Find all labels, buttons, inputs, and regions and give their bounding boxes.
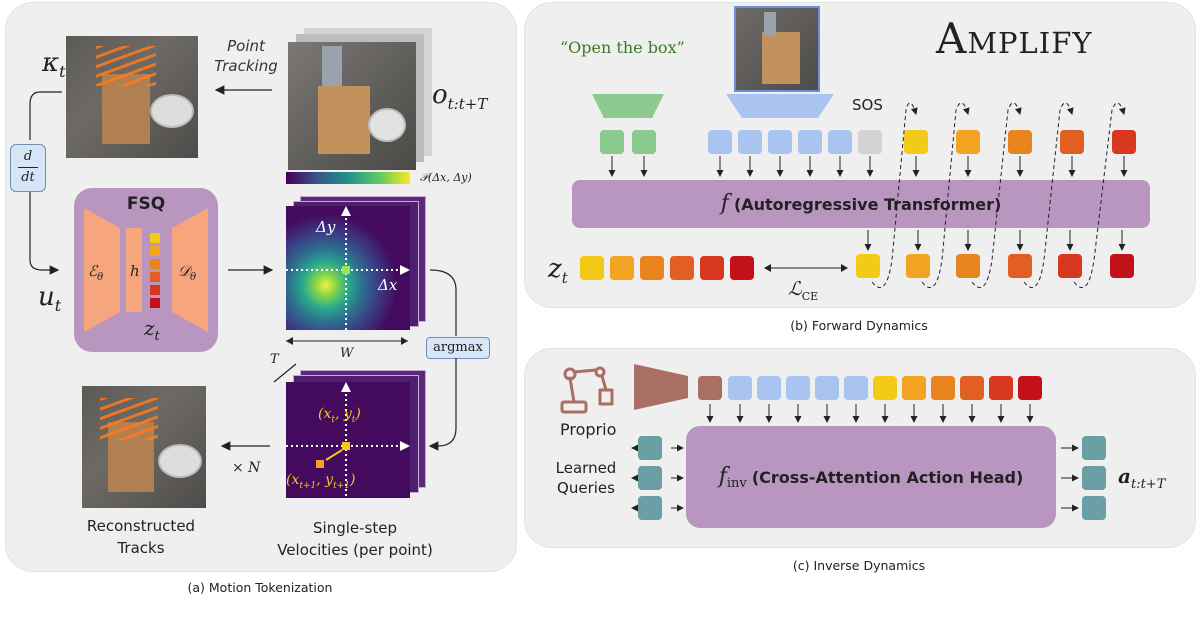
image-token	[798, 130, 822, 154]
delta-y-label: Δy	[316, 218, 336, 236]
h-label: h	[130, 262, 140, 280]
point-tracking-label: Point Tracking	[214, 37, 278, 75]
width-dimension	[286, 337, 408, 345]
track-image-bottom	[82, 386, 206, 508]
text-token	[600, 130, 624, 154]
caption-forward-dynamics: (b) Forward Dynamics	[790, 318, 928, 333]
goal-image	[734, 6, 820, 92]
target-token	[580, 256, 604, 280]
motion-token-output	[906, 254, 930, 278]
width-label: W	[340, 346, 354, 361]
proprio-token	[698, 376, 722, 400]
panel-a-arrows	[29, 85, 457, 451]
instruction-text: “Open the box”	[560, 38, 685, 57]
image-token	[708, 130, 732, 154]
motion-token-input	[904, 130, 928, 154]
decoder-label: 𝒟θ	[178, 262, 197, 283]
fsq-encoder-decoder	[84, 208, 208, 332]
velocities-label: Single-step Velocities (per point)	[277, 519, 433, 559]
motion-token-output	[1058, 254, 1082, 278]
encoder-label: ℰθ	[88, 262, 104, 283]
delta-x-label: Δx	[378, 276, 398, 294]
target-token	[640, 256, 664, 280]
motion-token-output	[956, 254, 980, 278]
robot-arm-icon	[560, 366, 614, 414]
probability-label: 𝒫(Δx, Δy)	[420, 171, 472, 184]
action-token	[1082, 466, 1106, 490]
motion-token	[960, 376, 984, 400]
action-label: at:t+T	[1118, 464, 1166, 492]
target-token	[670, 256, 694, 280]
image-token	[738, 130, 762, 154]
image-token	[786, 376, 810, 400]
motion-token-output	[856, 254, 880, 278]
amplify-title: Amplify	[936, 14, 1093, 63]
query-token	[638, 496, 662, 520]
sos-token	[858, 130, 882, 154]
caption-motion-tokenization: (a) Motion Tokenization	[187, 580, 333, 595]
autoregressive-transformer: f (Autoregressive Transformer)	[572, 180, 1150, 228]
velocity-stack	[286, 370, 426, 510]
action-token	[1082, 496, 1106, 520]
target-token	[610, 256, 634, 280]
track-image-top	[66, 36, 198, 158]
panel-b-arrows	[608, 102, 1128, 288]
xy-t1-label: (xt+1, yt+1)	[286, 472, 356, 491]
velocity-axes	[286, 382, 410, 496]
proprio-encoder	[634, 364, 688, 410]
target-token	[700, 256, 724, 280]
cross-attention-action-head: finv (Cross-Attention Action Head)	[686, 426, 1056, 528]
motion-token-output	[1110, 254, 1134, 278]
learned-queries-label: Learned Queries	[555, 459, 617, 497]
fsq-z-label: zt	[144, 316, 160, 344]
motion-token-input	[1008, 130, 1032, 154]
t-label: T	[270, 352, 279, 367]
u-label: ut	[38, 282, 62, 316]
image-token	[844, 376, 868, 400]
probability-colorbar	[286, 172, 410, 184]
action-token	[1082, 436, 1106, 460]
ce-loss-label: ℒCE	[788, 278, 819, 303]
motion-token	[989, 376, 1013, 400]
image-token	[728, 376, 752, 400]
times-n-label: × N	[232, 460, 261, 476]
text-token	[632, 130, 656, 154]
image-token	[828, 130, 852, 154]
panel-b-encoders	[592, 94, 834, 118]
motion-token-input	[956, 130, 980, 154]
motion-token-input	[1112, 130, 1136, 154]
proprio-label: Proprio	[560, 420, 617, 439]
query-token	[638, 436, 662, 460]
heatmap-stack	[286, 196, 426, 336]
reconstructed-tracks-label: Reconstructed Tracks	[86, 517, 196, 557]
query-token	[638, 466, 662, 490]
t-dimension	[273, 363, 297, 383]
derivative-box: d dt	[10, 144, 46, 192]
target-token	[730, 256, 754, 280]
observation-stack	[288, 20, 438, 170]
kappa-label: κt	[42, 48, 66, 82]
xy-t-label: (xt, yt)	[318, 406, 361, 425]
motion-token	[931, 376, 955, 400]
image-token	[757, 376, 781, 400]
motion-token	[1018, 376, 1042, 400]
motion-token	[873, 376, 897, 400]
motion-token	[902, 376, 926, 400]
motion-token-input	[1060, 130, 1084, 154]
heatmap-axes	[286, 206, 410, 330]
fsq-code-stack	[150, 233, 160, 308]
motion-token-output	[1008, 254, 1032, 278]
image-token	[768, 130, 792, 154]
observation-label: ot:t+T	[432, 80, 488, 114]
argmax-box: argmax	[426, 337, 490, 359]
image-token	[815, 376, 839, 400]
zt-label-b: zt	[548, 254, 568, 288]
caption-inverse-dynamics: (c) Inverse Dynamics	[792, 558, 926, 573]
fsq-title: FSQ	[126, 194, 166, 214]
sos-label: SOS	[852, 96, 883, 114]
panel-c-arrows	[631, 404, 1079, 512]
